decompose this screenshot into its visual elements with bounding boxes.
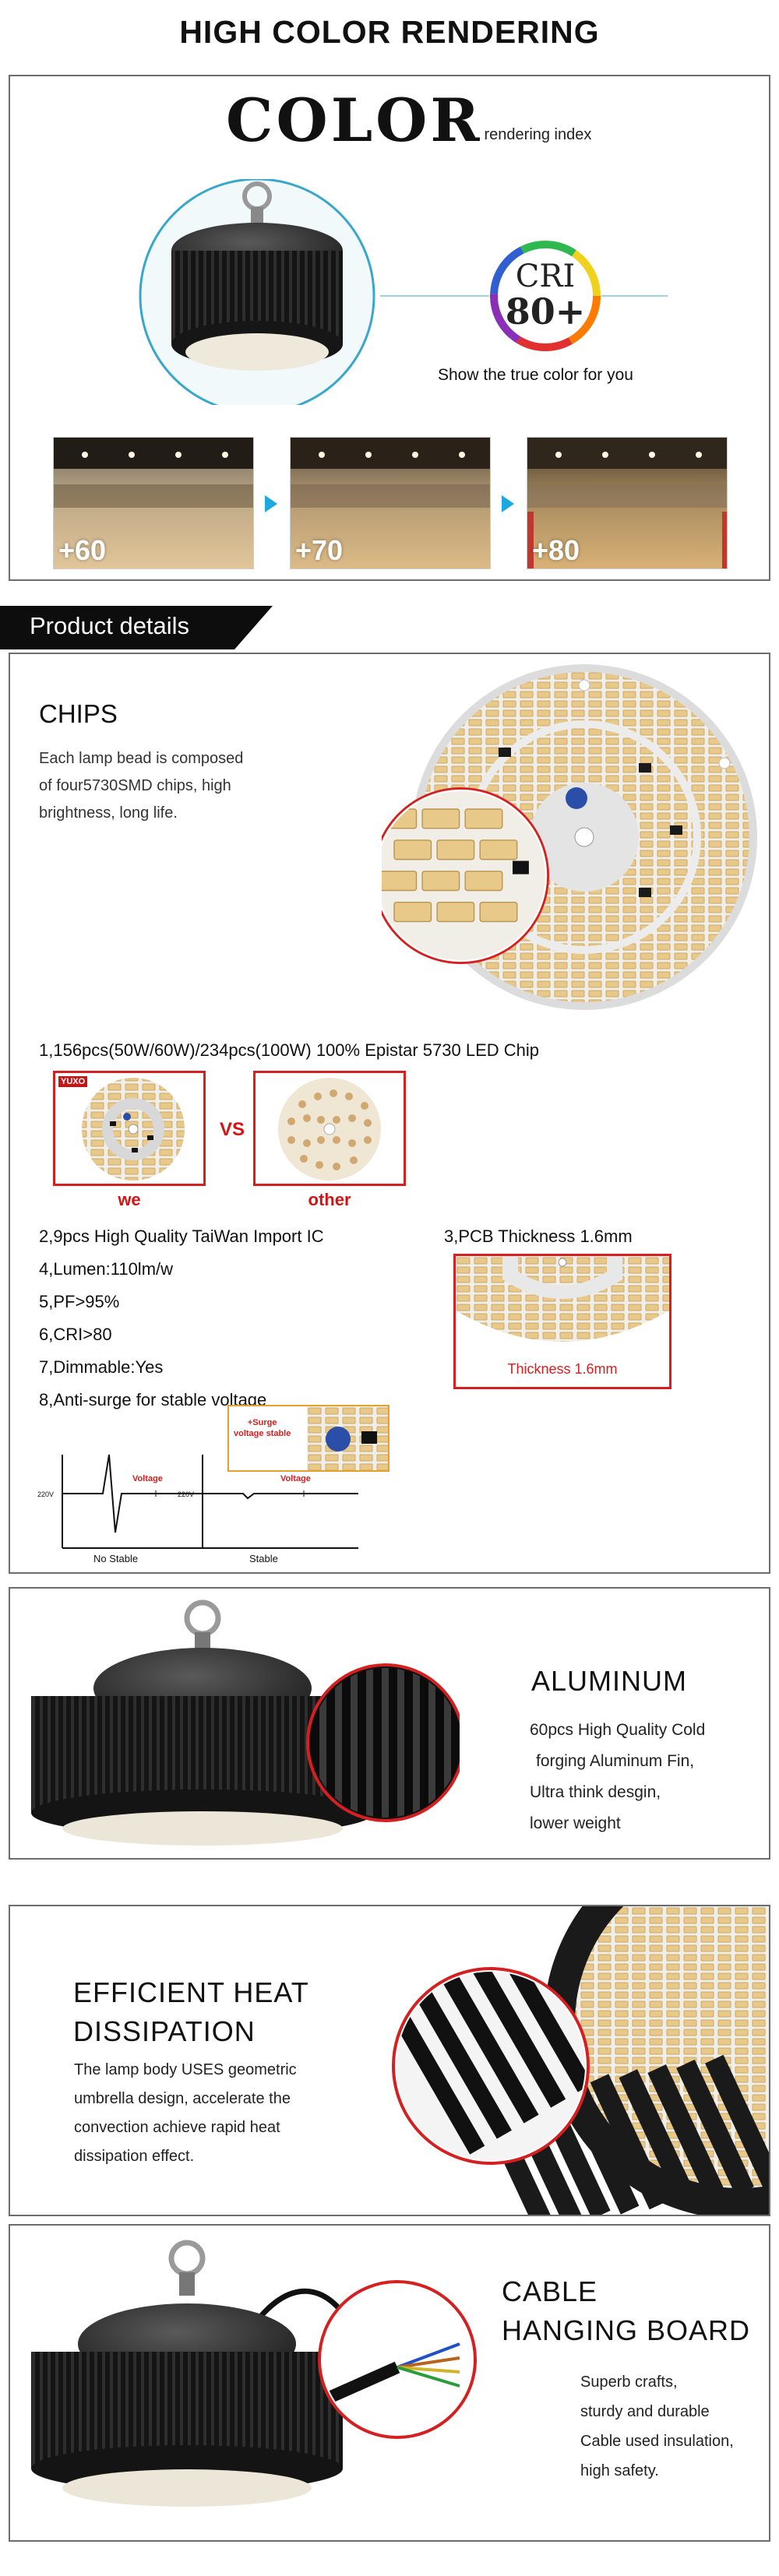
- cable-title: CABLE HANGING BOARD: [502, 2272, 750, 2350]
- heat-line: The lamp body USES geometric: [74, 2061, 297, 2078]
- spec-dimmable: 7,Dimmable:Yes: [39, 1357, 164, 1377]
- surge-label-line: +Surge: [247, 1418, 277, 1427]
- heat-text: The lamp body USES geometric umbrella de…: [74, 2056, 297, 2171]
- chips-desc-line: of four5730SMD chips, high: [39, 777, 231, 794]
- we-label: we: [118, 1190, 141, 1209]
- scene-label: +80: [532, 534, 580, 566]
- aluminum-line: lower weight: [530, 1814, 621, 1832]
- cri-line: [380, 295, 489, 297]
- heat-title: EFFICIENT HEAT DISSIPATION: [73, 1973, 309, 2051]
- graph-volt-label: 220V: [178, 1490, 194, 1498]
- voltage-graph-no-stable: 220V Voltage No Stable: [37, 1454, 203, 1564]
- vs-label: VS: [220, 1119, 245, 1140]
- cri-label: CRI: [515, 259, 576, 294]
- cable-text: Superb crafts, sturdy and durable Cable …: [580, 2367, 734, 2486]
- product-details-title: Product details: [30, 612, 190, 639]
- cri-badge: CRI 80+: [487, 238, 604, 354]
- cable-lamp-image: [31, 2240, 477, 2507]
- arrow-right-icon: [502, 495, 514, 512]
- scene-cri-70: +70: [290, 437, 491, 569]
- graph-caption: No Stable: [93, 1553, 138, 1564]
- cable-title-line: HANGING BOARD: [502, 2314, 751, 2346]
- other-label: other: [308, 1190, 351, 1209]
- surge-label-line: voltage stable: [234, 1429, 291, 1438]
- cri-value: 80+: [505, 290, 586, 333]
- color-sub-word: rendering index: [484, 126, 592, 143]
- surge-label: +Surge voltage stable: [234, 1417, 291, 1439]
- heat-title-line: DISSIPATION: [73, 2015, 256, 2047]
- cri-heading: COLOR rendering index: [226, 86, 591, 155]
- heat-line: umbrella design, accelerate the: [74, 2090, 291, 2107]
- pcb-thickness-label: Thickness 1.6mm: [507, 1361, 618, 1377]
- arrow-right-icon: [265, 495, 277, 512]
- scene-cri-60: +60: [53, 437, 254, 569]
- brand-logo: YUXO: [58, 1076, 88, 1087]
- heat-line: convection achieve rapid heat: [74, 2119, 280, 2136]
- spec-pf: 5,PF>95%: [39, 1292, 120, 1311]
- heat-line: dissipation effect.: [74, 2148, 195, 2165]
- heat-fin-image: [392, 1906, 769, 2215]
- our-board-image: YUXO: [53, 1071, 206, 1186]
- chips-title: CHIPS: [39, 699, 118, 728]
- aluminum-title: ALUMINUM: [531, 1665, 688, 1697]
- graph-volt-label: 220V: [37, 1490, 54, 1498]
- surge-board-image: +Surge voltage stable: [227, 1405, 390, 1472]
- color-word: COLOR: [226, 86, 483, 155]
- spec-cri: 6,CRI>80: [39, 1325, 112, 1344]
- voltage-graph-stable: 220V Voltage Stable: [178, 1455, 358, 1564]
- graph-caption: Stable: [249, 1553, 278, 1564]
- page-title: HIGH COLOR RENDERING: [179, 14, 600, 50]
- led-pcb-image: [382, 664, 757, 1010]
- cable-line: Superb crafts,: [580, 2374, 678, 2391]
- cable-title-line: CABLE: [502, 2275, 598, 2307]
- tagline: Show the true color for you: [438, 366, 633, 384]
- scene-cri-80: +80: [527, 437, 728, 569]
- chips-description: Each lamp bead is composed of four5730SM…: [39, 745, 243, 827]
- other-board-image: [253, 1071, 406, 1186]
- product-details-banner: [0, 606, 273, 649]
- graph-voltage-tag: Voltage: [132, 1474, 163, 1483]
- cable-line: high safety.: [580, 2462, 659, 2479]
- spec-pcb-thickness: 3,PCB Thickness 1.6mm: [444, 1226, 633, 1246]
- cri-ring-icon: [490, 241, 601, 351]
- lamp-image: [139, 179, 375, 405]
- aluminum-line: forging Aluminum Fin,: [536, 1752, 695, 1770]
- pcb-thickness-image: Thickness 1.6mm: [453, 1254, 671, 1389]
- chips-desc-line: Each lamp bead is composed: [39, 750, 244, 767]
- brand-logo-text: YUXO: [61, 1077, 86, 1086]
- spec-ic: 2,9pcs High Quality TaiWan Import IC: [39, 1226, 324, 1246]
- aluminum-line: Ultra think desgin,: [530, 1783, 661, 1801]
- spec-lumen: 4,Lumen:110lm/w: [39, 1259, 174, 1279]
- aluminum-text: 60pcs High Quality Cold forging Aluminum…: [530, 1715, 705, 1839]
- heat-title-line: EFFICIENT HEAT: [73, 1976, 309, 2008]
- cri-line-right: [601, 295, 668, 297]
- aluminum-line: 60pcs High Quality Cold: [530, 1721, 706, 1739]
- scene-label: +60: [58, 534, 107, 566]
- cable-line: sturdy and durable: [580, 2403, 710, 2420]
- lamp-fin-image: [31, 1599, 460, 1846]
- graph-voltage-tag: Voltage: [280, 1474, 311, 1483]
- scene-label: +70: [295, 534, 344, 566]
- chips-desc-line: brightness, long life.: [39, 804, 178, 822]
- cable-line: Cable used insulation,: [580, 2433, 734, 2450]
- chip-count: 1,156pcs(50W/60W)/234pcs(100W) 100% Epis…: [39, 1040, 539, 1060]
